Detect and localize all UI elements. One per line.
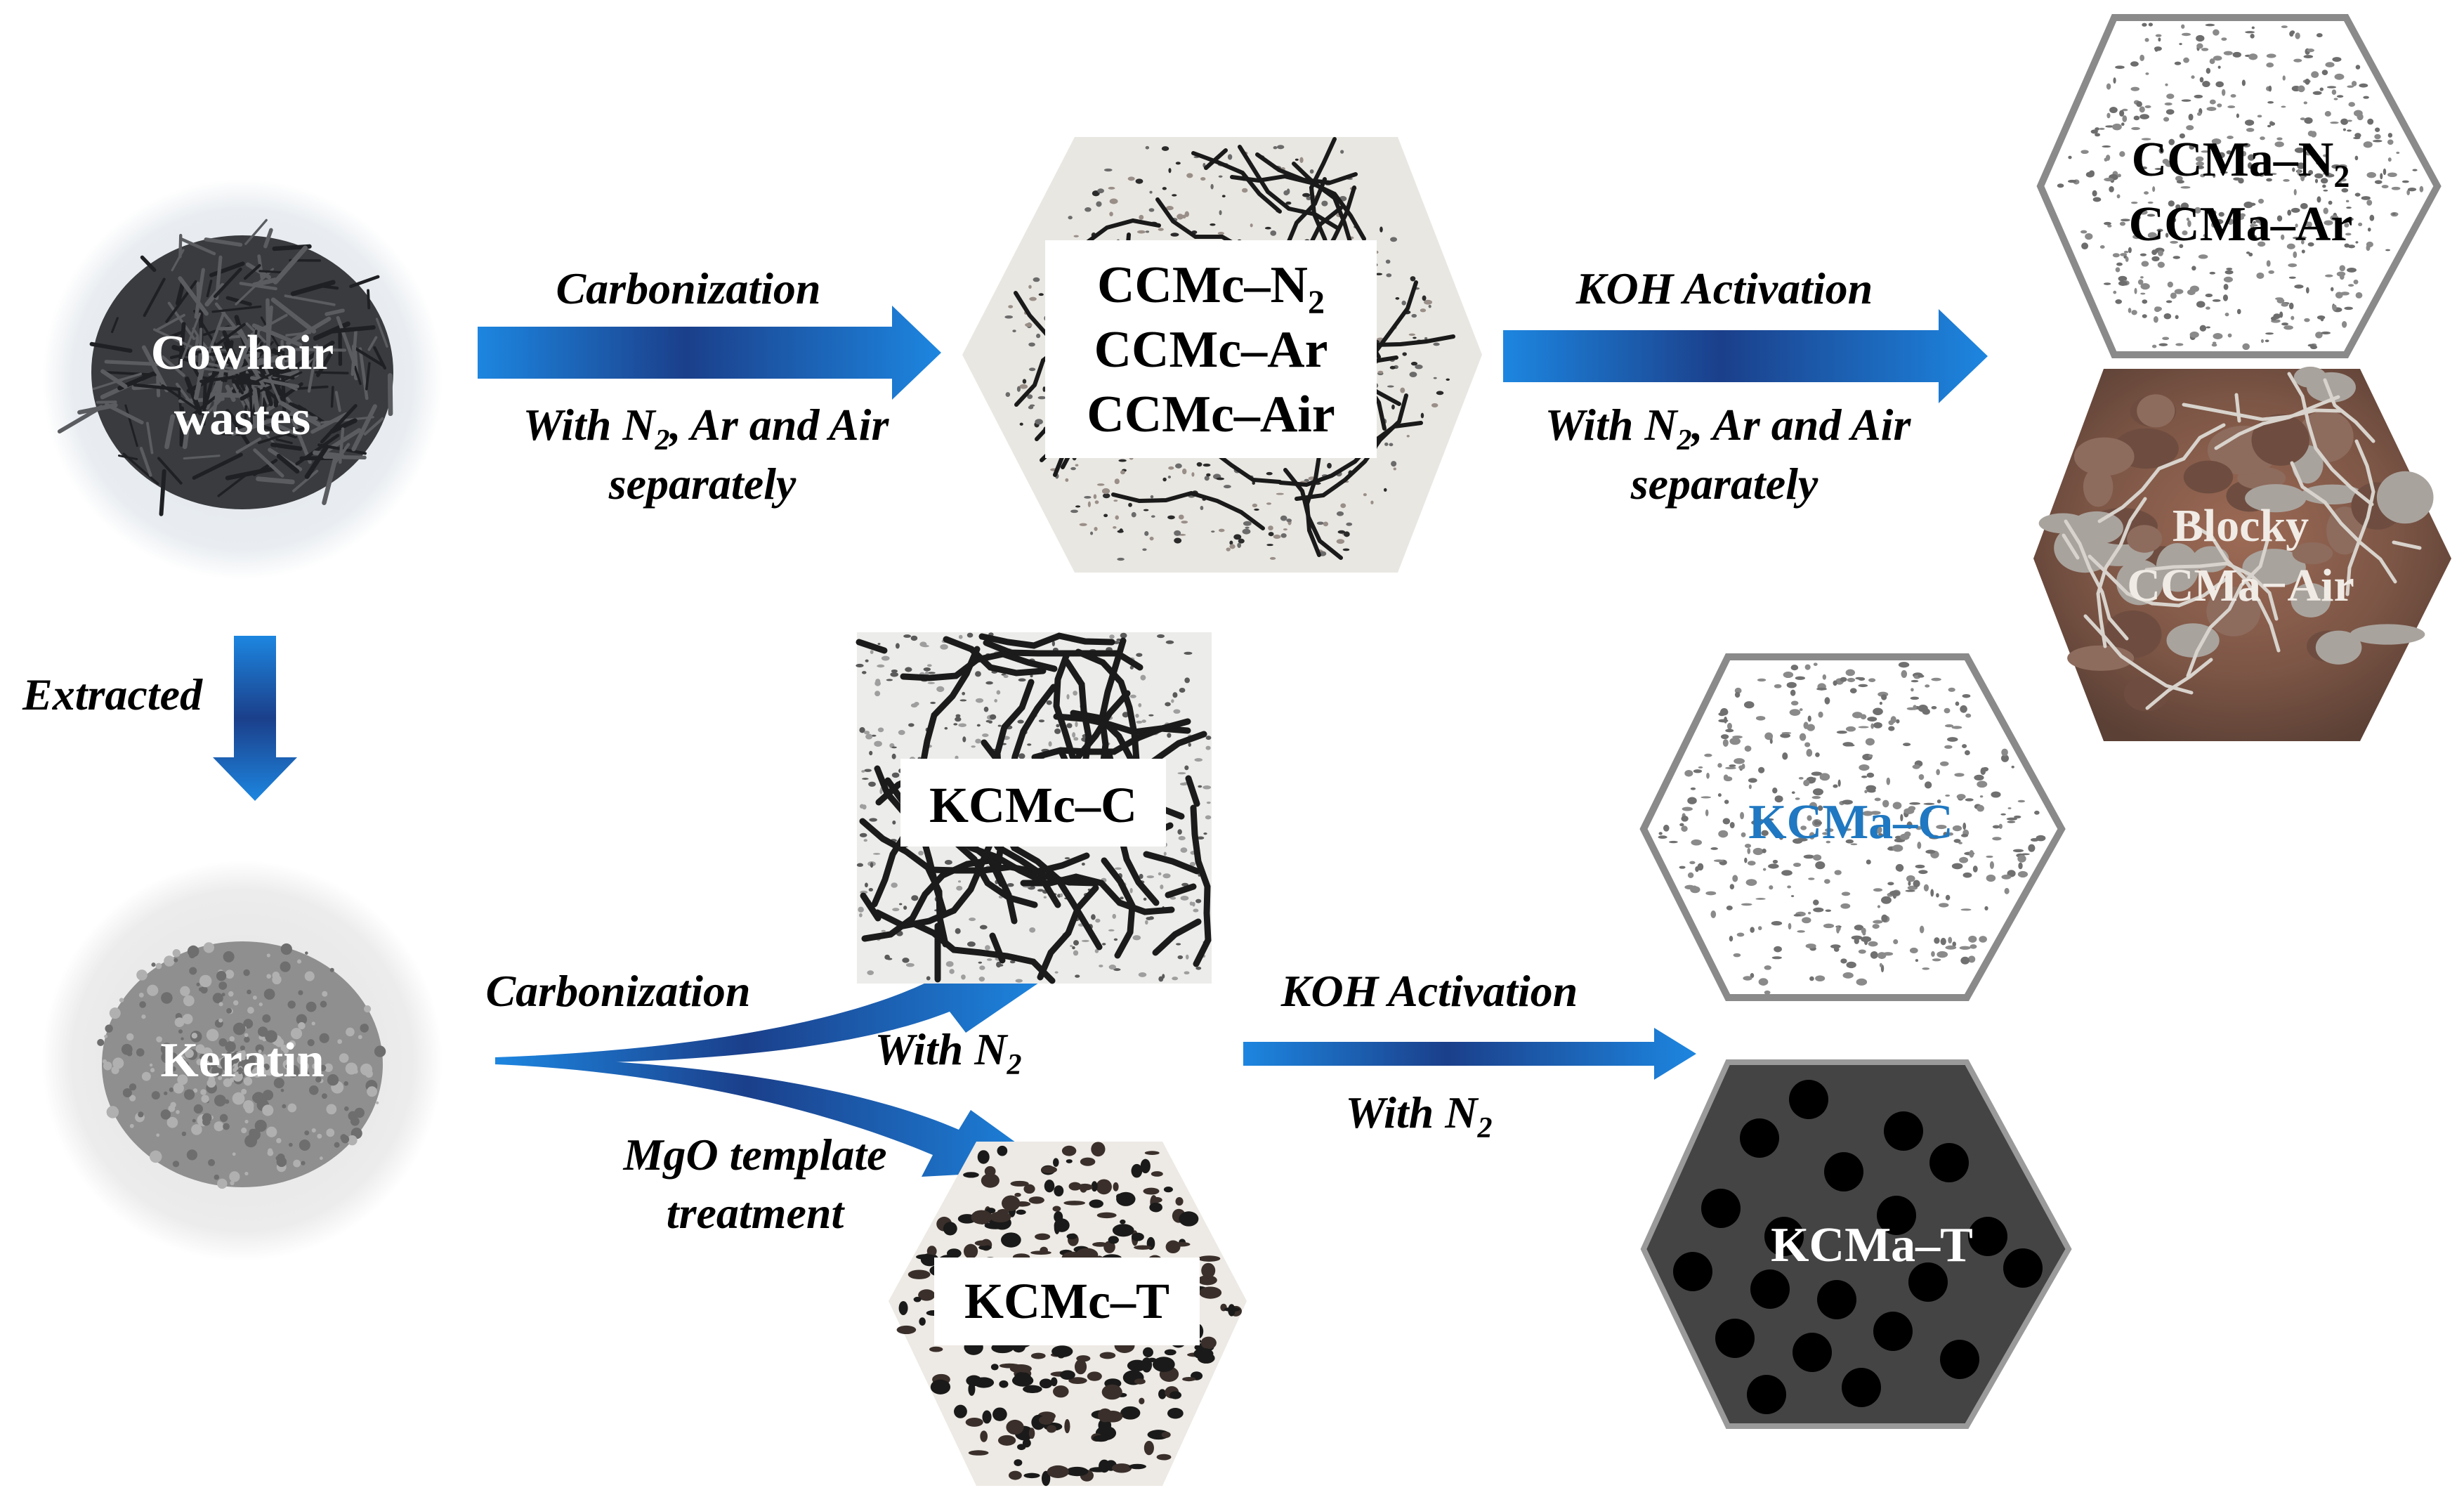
- blocky-ccma-air-label: CCMa−Air: [2127, 560, 2354, 611]
- mgo-template-line1: MgO template: [622, 1130, 886, 1180]
- top-activation-condition: With N2, Ar and Air: [1545, 400, 1912, 457]
- bottom-activation-title: KOH Activation: [1280, 966, 1578, 1016]
- carbonization-fork-lower-arrow: [495, 1057, 1054, 1177]
- ccmc-n2-label: CCMc–N2: [1097, 256, 1325, 321]
- ccma-n2-label: CCMa–N2: [2132, 133, 2350, 194]
- cowhair-label-line1: Cowhair: [151, 326, 334, 380]
- ccmc-ar-label: CCMc–Ar: [1094, 321, 1328, 379]
- kcmc-c-square: KCMc–C: [856, 632, 1212, 984]
- bottom-activation-condition: With N2: [1346, 1088, 1493, 1144]
- kcma-c-label: KCMa–C: [1748, 795, 1953, 849]
- bottom-carbonization-condition: With N2: [875, 1024, 1022, 1081]
- kcmc-t-label: KCMc–T: [964, 1273, 1169, 1329]
- ccmc-air-label: CCMc–Air: [1087, 386, 1335, 443]
- keratin-label: Keratin: [160, 1033, 324, 1088]
- top-activation-separately: separately: [1630, 459, 1818, 509]
- top-carbonization-separately: separately: [608, 459, 797, 509]
- ccma-hexagon: CCMa–N2 CCMa–Ar: [2036, 14, 2442, 358]
- kcmc-t-hexagon: KCMc–T: [889, 1142, 1247, 1487]
- blocky-label: Blocky: [2173, 500, 2309, 551]
- ccmc-hexagon: CCMc–N2 CCMc–Ar CCMc–Air: [962, 137, 1482, 573]
- ccma-ar-label: CCMa–Ar: [2129, 197, 2353, 252]
- keratin-image: Keratin: [42, 861, 443, 1261]
- top-carbonization-title: Carbonization: [556, 263, 820, 313]
- top-activation-title: KOH Activation: [1575, 263, 1873, 313]
- bottom-carbonization-title: Carbonization: [485, 966, 750, 1016]
- bottom-activation-arrow: [1243, 1028, 1696, 1080]
- cowhair-wastes-image: Cowhair wastes: [42, 179, 443, 580]
- kcma-t-label: KCMa–T: [1771, 1218, 1973, 1272]
- kcma-c-hexagon: KCMa–C: [1639, 653, 2066, 1001]
- blocky-ccma-air-hexagon: Blocky CCMa−Air: [2033, 366, 2451, 741]
- kcma-t-hexagon: KCMa–T: [1640, 1059, 2072, 1429]
- top-carbonization-arrow: [478, 306, 941, 400]
- top-activation-arrow: [1503, 309, 1988, 403]
- kcmc-c-label: KCMc–C: [929, 777, 1137, 833]
- top-carbonization-condition: With N2, Ar and Air: [523, 400, 890, 457]
- extracted-label: Extracted: [22, 670, 203, 719]
- mgo-template-line2: treatment: [667, 1188, 846, 1238]
- extracted-arrow: [213, 636, 297, 801]
- cowhair-label-line2: wastes: [174, 391, 310, 445]
